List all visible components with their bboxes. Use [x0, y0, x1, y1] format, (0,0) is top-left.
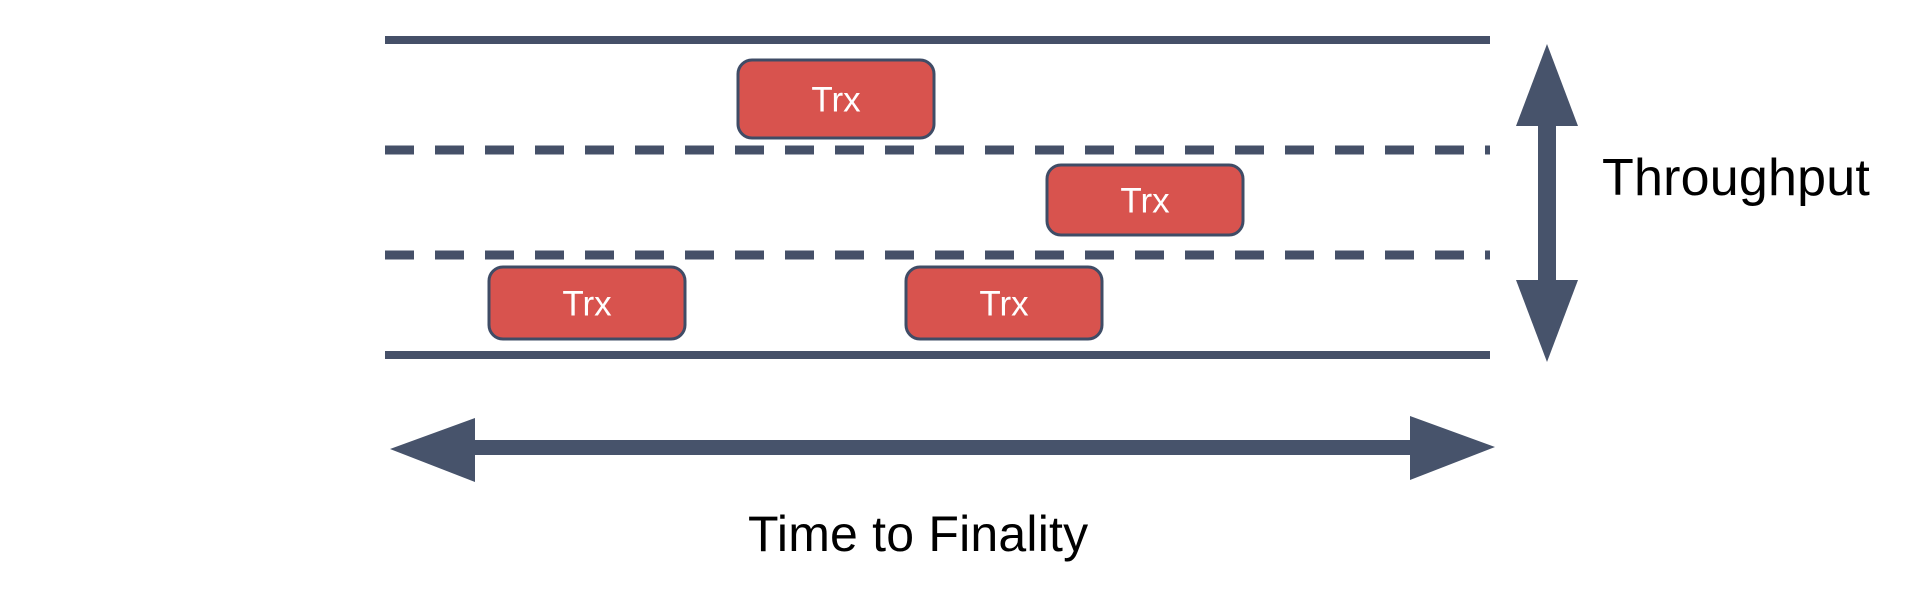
trx-box-lane2[interactable]: Trx	[1045, 163, 1245, 237]
trx-box-lane3-center[interactable]: Trx	[904, 265, 1104, 341]
trx-box-lane2-rect[interactable]	[1045, 163, 1245, 237]
time-to-finality-arrow-icon	[390, 416, 1495, 482]
trx-box-lane1-rect[interactable]	[736, 58, 936, 140]
lane-lines-group	[385, 36, 1490, 359]
throughput-axis-label: Throughput	[1602, 149, 1870, 207]
trx-box-lane3-left-label: Trx	[562, 285, 612, 324]
transaction-boxes-group: Trx Trx Trx Trx	[487, 58, 1245, 341]
throughput-arrow-head-down	[1516, 280, 1578, 362]
trx-box-lane1-label: Trx	[811, 81, 861, 120]
throughput-arrow-icon	[1516, 44, 1578, 362]
trx-box-lane3-left[interactable]: Trx	[487, 265, 687, 341]
trx-box-lane1[interactable]: Trx	[736, 58, 936, 140]
finality-arrow-shaft	[468, 440, 1416, 455]
finality-arrow-head-right	[1410, 416, 1495, 480]
throughput-arrow-head-up	[1516, 44, 1578, 126]
finality-arrow-head-left	[390, 418, 475, 482]
trx-box-lane2-label: Trx	[1120, 182, 1170, 221]
trx-box-lane3-center-rect[interactable]	[904, 265, 1104, 341]
time-to-finality-axis-label: Time to Finality	[748, 506, 1089, 562]
trx-box-lane3-left-rect[interactable]	[487, 265, 687, 341]
throughput-arrow-shaft	[1538, 120, 1556, 288]
trx-box-lane3-center-label: Trx	[979, 285, 1029, 324]
